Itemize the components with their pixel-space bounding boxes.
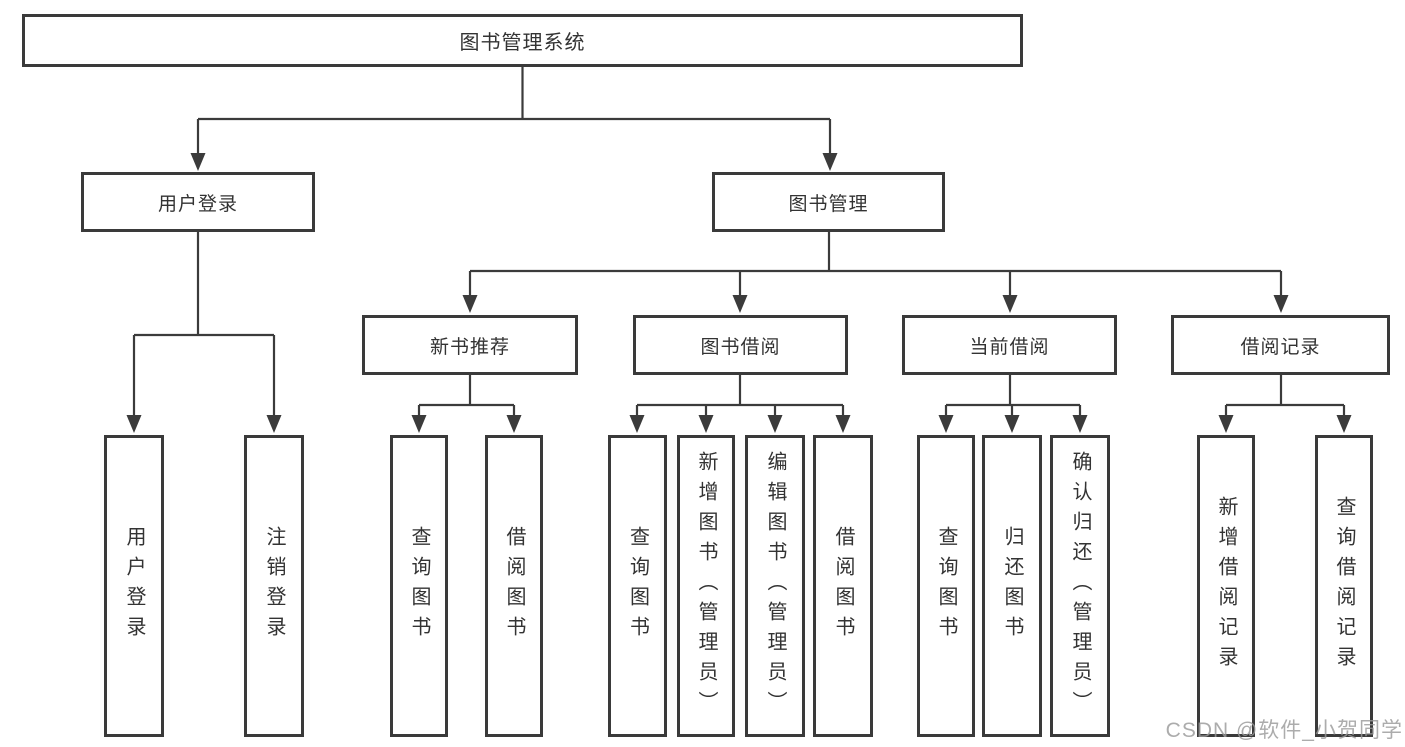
leaf-query-books-recommend: 查询图书	[390, 435, 448, 737]
leaf-label: 用户登录	[123, 526, 145, 646]
leaf-label: 新增借阅记录	[1215, 496, 1237, 676]
leaf-label: 查询图书	[935, 526, 957, 646]
leaf-label: 注销登录	[263, 526, 285, 646]
leaf-query-books-current: 查询图书	[917, 435, 975, 737]
node-borrowing-records: 借阅记录	[1171, 315, 1390, 375]
node-label: 图书借阅	[700, 336, 781, 358]
leaf-edit-book-admin: 编辑图书（管理员）	[745, 435, 805, 737]
leaf-label: 编辑图书（管理员）	[764, 451, 786, 721]
node-new-book-recommend: 新书推荐	[362, 315, 578, 375]
watermark: CSDN @软件_小贺同学	[1165, 719, 1403, 742]
leaf-add-borrow-record: 新增借阅记录	[1197, 435, 1255, 737]
leaf-borrow-books-recommend: 借阅图书	[485, 435, 543, 737]
node-library-management-system: 图书管理系统	[22, 14, 1023, 67]
leaf-label: 借阅图书	[832, 526, 854, 646]
leaf-label: 借阅图书	[503, 526, 525, 646]
leaf-label: 归还图书	[1001, 526, 1023, 646]
leaf-label: 查询图书	[408, 526, 430, 646]
leaf-return-book: 归还图书	[982, 435, 1042, 737]
node-book-management: 图书管理	[712, 172, 945, 232]
node-label: 图书管理	[788, 193, 869, 215]
node-label: 新书推荐	[429, 336, 510, 358]
leaf-borrow-books-borrowing: 借阅图书	[813, 435, 873, 737]
leaf-query-borrow-record: 查询借阅记录	[1315, 435, 1373, 737]
leaf-label: 确认归还（管理员）	[1069, 451, 1091, 721]
node-current-borrowing: 当前借阅	[902, 315, 1117, 375]
node-book-borrowing: 图书借阅	[633, 315, 848, 375]
node-label: 图书管理系统	[459, 32, 586, 54]
node-label: 当前借阅	[969, 336, 1050, 358]
leaf-label: 查询图书	[626, 526, 649, 646]
leaf-label: 查询借阅记录	[1333, 496, 1355, 676]
leaf-logout: 注销登录	[244, 435, 304, 737]
node-label: 用户登录	[157, 193, 238, 215]
leaf-query-books-borrowing: 查询图书	[608, 435, 667, 737]
leaf-confirm-return-admin: 确认归还（管理员）	[1050, 435, 1110, 737]
leaf-label: 新增图书（管理员）	[695, 451, 717, 721]
leaf-user-login: 用户登录	[104, 435, 164, 737]
leaf-add-book-admin: 新增图书（管理员）	[677, 435, 735, 737]
node-user-login: 用户登录	[81, 172, 315, 232]
node-label: 借阅记录	[1240, 336, 1321, 358]
arrowhead-icons	[126, 153, 1352, 433]
